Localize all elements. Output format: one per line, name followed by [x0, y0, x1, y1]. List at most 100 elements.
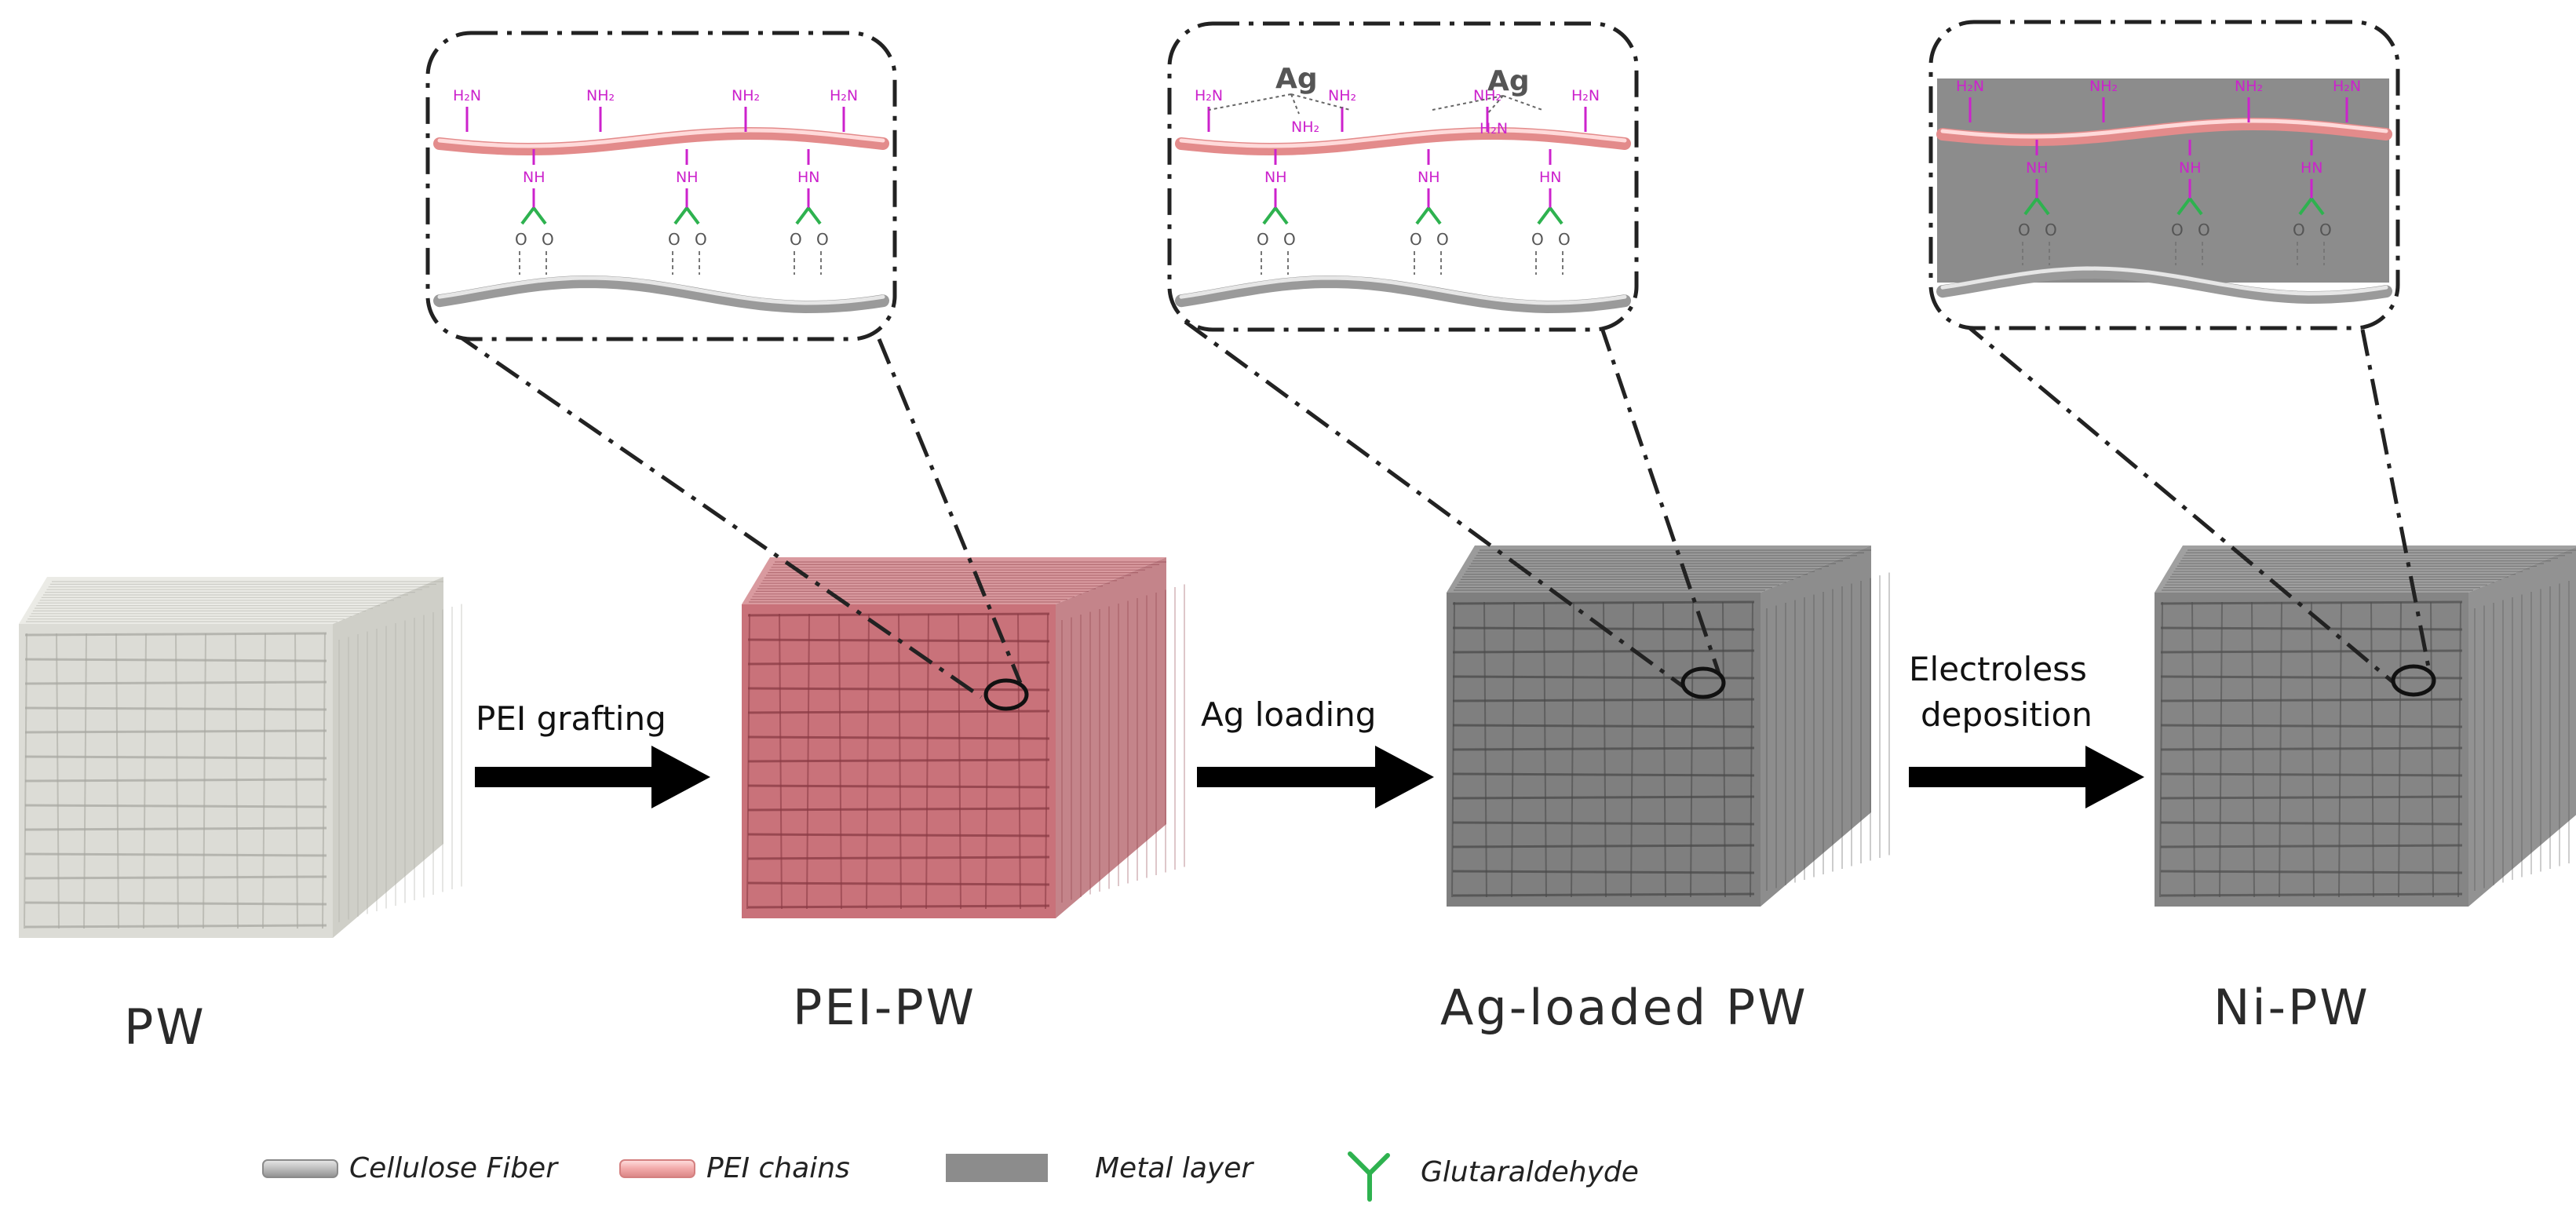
- cube-cell-wall-v: [2251, 601, 2255, 898]
- coordination-bond: [1290, 93, 1351, 111]
- cube-cell-wall-v: [2159, 601, 2163, 898]
- cube-pw: [19, 577, 462, 938]
- glutaraldehyde-bond: [1415, 206, 1430, 225]
- amine-label: H₂N: [1480, 120, 1508, 137]
- oxygen-label: O: [1436, 230, 1449, 249]
- cube-cell-wall-v: [1451, 601, 1455, 898]
- glutaraldehyde-bond: [2188, 197, 2203, 216]
- step-label-ag-loading: Ag loading: [1201, 695, 1376, 734]
- cube-ag-loaded-pw: [1447, 545, 1890, 907]
- glutaraldehyde-bond: [2298, 197, 2313, 216]
- metal-layer-swatch: [946, 1154, 1048, 1182]
- cube-cell-wall-v: [262, 633, 266, 929]
- oxygen-label: O: [2293, 221, 2305, 239]
- step-label-pei-grafting: PEI grafting: [476, 699, 666, 738]
- cube-cell-wall-v: [1017, 613, 1021, 910]
- glutaraldehyde-bond: [1537, 206, 1552, 225]
- cube-cell-wall-v: [2398, 601, 2402, 898]
- imine-label: NH: [676, 169, 699, 186]
- cube-cell-wall-h: [1452, 892, 1755, 897]
- imine-label: NH: [2026, 159, 2049, 177]
- glutaraldehyde-bond: [532, 206, 547, 225]
- amine-label: NH₂: [1473, 87, 1501, 104]
- oxygen-label: O: [1257, 230, 1269, 249]
- step-label-electroless: Electroless: [1909, 650, 2087, 688]
- zoom-lines: [454, 319, 2432, 699]
- cube-cell-wall-h: [24, 804, 327, 808]
- arrow-pei-grafting: PEI grafting: [475, 699, 710, 808]
- cube-cell-wall-h: [747, 807, 1050, 812]
- oxygen-label: O: [515, 230, 527, 249]
- amine-label: NH₂: [2089, 78, 2118, 95]
- cube-cell-wall-v: [2338, 601, 2342, 898]
- cube-cell-wall-v: [1571, 601, 1574, 898]
- cube-cell-wall-h: [1452, 844, 1755, 848]
- cube-cell-wall-h: [24, 901, 327, 906]
- legend-label-cellulose: Cellulose Fiber: [349, 1152, 559, 1184]
- coordination-bond: [1487, 95, 1504, 115]
- pei-chains-swatch: [619, 1159, 695, 1178]
- cube-cell-wall-h: [24, 778, 327, 783]
- cube-cell-wall-h: [747, 784, 1050, 789]
- cube-cell-wall-h: [747, 904, 1050, 909]
- oxygen-label: O: [816, 230, 829, 249]
- cube-cell-wall-v: [958, 613, 961, 910]
- imine-label: NH: [1264, 169, 1287, 186]
- cube-side-face: [1056, 557, 1166, 918]
- focus-circle-ni-pw: [2391, 664, 2436, 697]
- cube-cell-wall-h: [2160, 746, 2463, 751]
- arrow-electroless-deposition: Electroless deposition: [1909, 650, 2144, 808]
- cube-cell-wall-h: [2160, 795, 2463, 800]
- cube-cell-wall-h: [1452, 870, 1755, 874]
- cube-cell-wall-v: [746, 613, 750, 910]
- pei-chain: [433, 126, 889, 156]
- oxygen-label: O: [668, 230, 680, 249]
- oxygen-label: O: [2018, 221, 2031, 239]
- glutaraldehyde-bond: [520, 206, 535, 225]
- cube-cell-wall-h: [747, 856, 1050, 860]
- cube-cell-wall-v: [294, 633, 298, 929]
- cube-cell-wall-h: [2160, 772, 2463, 777]
- cube-cell-wall-v: [2311, 601, 2315, 898]
- amine-label: H₂N: [1571, 87, 1600, 104]
- glutaraldehyde-bond: [2035, 197, 2050, 216]
- glutaraldehyde-bond: [1274, 206, 1289, 225]
- cube-cell-wall-h: [2160, 892, 2463, 897]
- amine-label: H₂N: [1195, 87, 1223, 104]
- cube-side-face: [1761, 545, 1871, 907]
- cube-cell-wall-v: [898, 613, 902, 910]
- cellulose-fiber-highlight: [437, 275, 885, 305]
- arrow-ag-loading: Ag loading: [1197, 695, 1434, 808]
- cube-cell-wall-v: [1750, 601, 1753, 898]
- label-pei-pw: PEI-PW: [793, 979, 976, 1036]
- cube-cell-wall-v: [2219, 601, 2223, 898]
- cube-cell-wall-h: [24, 826, 327, 831]
- cube-cell-wall-v: [24, 633, 27, 929]
- pei-chain: [1175, 126, 1631, 156]
- cube-cell-wall-v: [806, 613, 810, 910]
- legend-label-pei: PEI chains: [706, 1152, 850, 1184]
- label-pw: PW: [124, 998, 206, 1056]
- glutaraldehyde-bond: [795, 206, 810, 225]
- cube-cell-wall-h: [2160, 870, 2463, 874]
- imine-label: NH: [1418, 169, 1440, 186]
- cube-cell-wall-v: [1690, 601, 1694, 898]
- glutaraldehyde-bond: [2023, 197, 2038, 216]
- legend-item-glutaraldehyde: Glutaraldehyde: [1348, 1151, 1639, 1202]
- oxygen-label: O: [2171, 221, 2184, 239]
- cellulose-fiber: [1175, 275, 1631, 314]
- cube-side-face: [2468, 546, 2576, 907]
- imine-label: NH: [523, 169, 545, 186]
- imine-label: HN: [2301, 159, 2323, 177]
- cube-cell-wall-v: [235, 633, 239, 929]
- cube-cell-wall-v: [2191, 601, 2195, 898]
- oxygen-label: O: [542, 230, 554, 249]
- cube-cell-wall-h: [1452, 724, 1755, 728]
- metal-layer-fill: [1937, 78, 2389, 283]
- cube-cell-wall-v: [203, 633, 206, 929]
- cube-cell-wall-v: [866, 613, 870, 910]
- amine-label: H₂N: [830, 87, 858, 104]
- legend: Cellulose Fiber PEI chains Metal layer G…: [262, 1151, 1639, 1202]
